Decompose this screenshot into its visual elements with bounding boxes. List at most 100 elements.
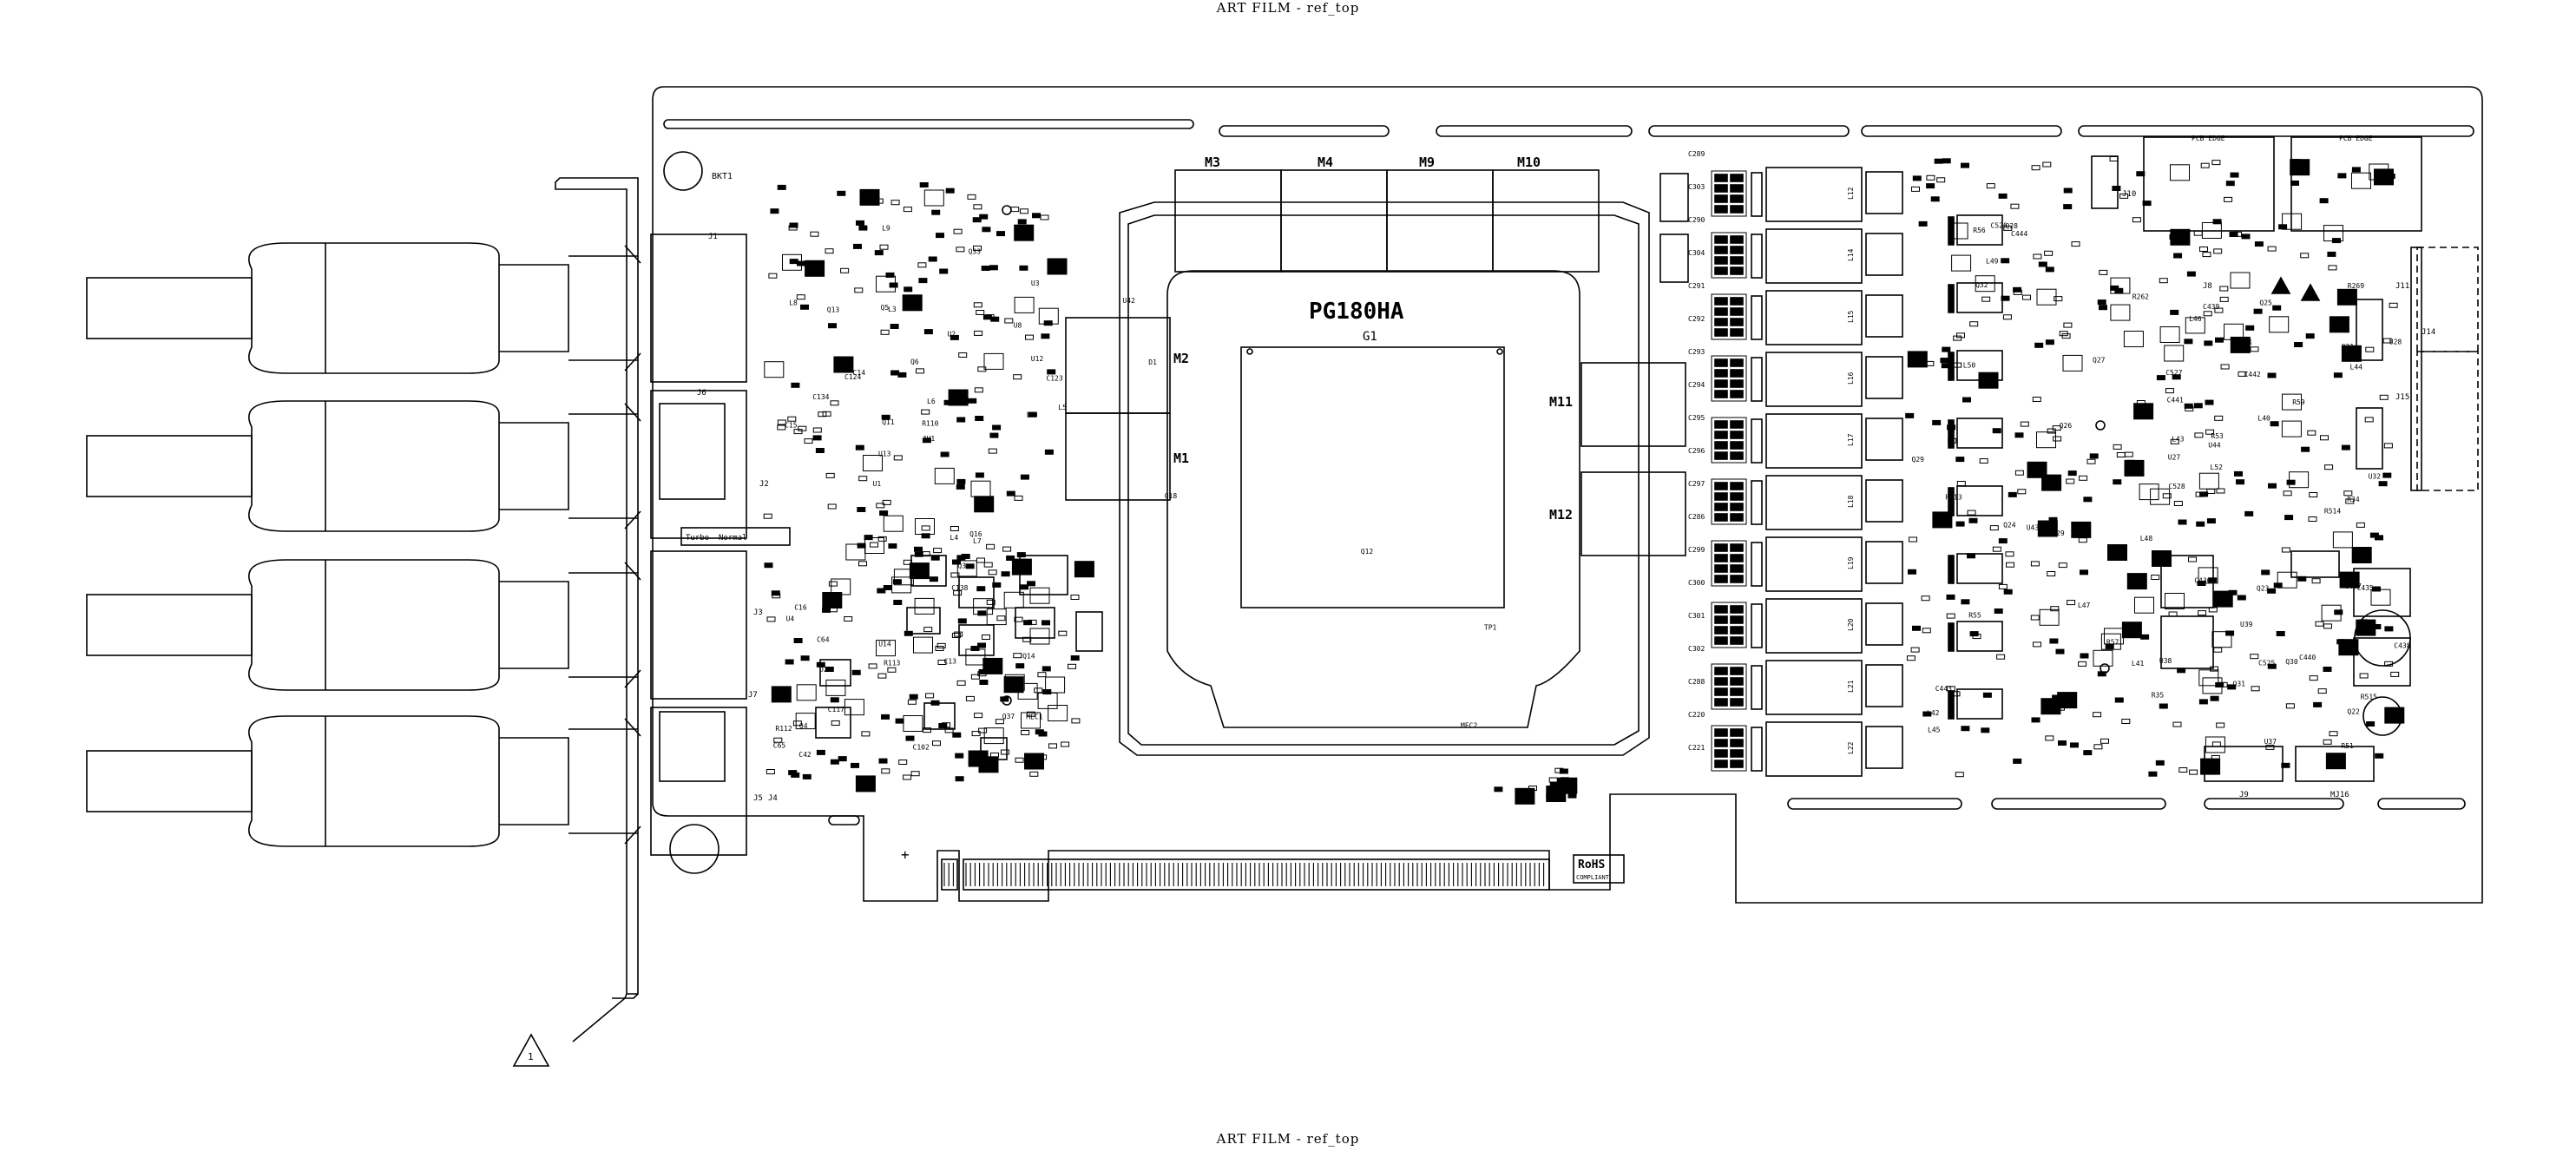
smd-pad [1016, 552, 1026, 558]
smd-pad [2132, 217, 2141, 223]
silkscreen-label: D1 [1148, 358, 1157, 366]
silkscreen-label: U28 [2389, 339, 2402, 346]
smd-pad [914, 546, 923, 552]
smd-pad [828, 323, 837, 329]
vrm-cap-pad [1730, 379, 1744, 388]
output-cap-band [1948, 284, 1955, 313]
smd-pad [2050, 606, 2060, 612]
smd-pad [1035, 729, 1044, 735]
smd-pad [828, 581, 838, 587]
smd-pad [2290, 181, 2299, 186]
smd-pad [1955, 457, 1965, 463]
smd-pad [1006, 556, 1015, 561]
smd-pad [2206, 489, 2216, 494]
ic-footprint [2134, 596, 2154, 614]
ic-footprint [822, 592, 843, 608]
smd-pad [800, 655, 810, 661]
smd-pad [1001, 571, 1010, 577]
smd-pad [1042, 620, 1050, 626]
vrm-inductor [1765, 228, 1863, 284]
smd-pad [2213, 647, 2223, 653]
ic-footprint [2321, 604, 2342, 622]
smd-pad [2168, 611, 2178, 617]
smd-pad [929, 576, 938, 582]
smd-pad [2151, 575, 2160, 580]
smd-pad [2261, 569, 2270, 576]
pin1-marker-a [2270, 276, 2291, 294]
ic-footprint [2027, 461, 2047, 478]
smd-pad [982, 635, 990, 640]
silkscreen-label: R515 [2361, 693, 2377, 700]
smd-pad [938, 723, 948, 728]
smd-pad [1941, 363, 1950, 369]
smd-pad [2070, 742, 2079, 748]
silkscreen-label: R113 [884, 659, 900, 667]
smd-pad [2327, 251, 2336, 257]
cable-molding [247, 715, 500, 847]
vrm-inductor [1765, 536, 1863, 592]
vrm-cap-pad [1714, 564, 1728, 573]
smd-pad [1567, 793, 1577, 799]
smd-pad [1926, 183, 1935, 189]
smd-pad [1956, 481, 1966, 486]
smd-pad [1908, 569, 1916, 575]
smd-pad [1932, 419, 1942, 425]
vrm-cap-pad [1714, 256, 1728, 265]
cap-designator: C294 [1688, 381, 1705, 389]
smd-pad [956, 478, 966, 484]
smd-pad [973, 245, 982, 251]
smd-pad [1019, 265, 1028, 271]
smd-pad [2225, 630, 2235, 636]
mount-hole-bottom [669, 824, 720, 874]
smd-pad [978, 669, 988, 674]
mem-m10: M10 [1517, 155, 1541, 170]
smd-pad [2359, 673, 2369, 679]
smd-pad [1546, 793, 1555, 799]
smd-pad [2272, 305, 2282, 311]
smd-pad [2041, 530, 2051, 536]
cable-molding [247, 242, 500, 374]
smd-pad [2112, 186, 2121, 191]
smd-pad [2253, 308, 2263, 314]
smd-pad [992, 582, 1002, 588]
smd-pad [2142, 201, 2152, 207]
smd-pad [2173, 253, 2183, 259]
cap-cluster [1659, 173, 1689, 222]
smd-pad [2005, 551, 2014, 557]
cap-designator: C220 [1688, 711, 1705, 719]
smd-pad [979, 214, 989, 220]
smd-pad [1961, 162, 1969, 168]
smd-pad [2241, 233, 2251, 240]
smd-pad [2105, 643, 2114, 649]
smd-pad [1042, 666, 1051, 672]
vrm-cap-pad [1714, 667, 1728, 675]
edge-slots [663, 119, 2474, 825]
smd-pad [1000, 749, 1009, 755]
silkscreen-label: R112 [775, 725, 792, 733]
ic-footprint [2212, 590, 2233, 608]
smd-pad [810, 231, 819, 237]
smd-pad [1906, 655, 1916, 661]
smd-pad [2093, 712, 2102, 718]
smd-pad [996, 615, 1006, 622]
smd-pad [975, 416, 984, 421]
silkscreen-label: Q23 [2257, 585, 2270, 593]
smd-pad [1910, 647, 1920, 653]
ic-footprint [2269, 316, 2290, 333]
smd-pad [1926, 174, 1935, 181]
silkscreen-label: L52 [2211, 464, 2224, 471]
pin1-marker-b [2300, 283, 2321, 301]
ic-footprint [934, 467, 955, 484]
smd-pad [2047, 428, 2056, 434]
ic-footprint [2201, 222, 2222, 239]
smd-pad [2382, 472, 2392, 478]
turbo-normal-switch [680, 527, 791, 546]
silkscreen-label: U3 [1031, 280, 1040, 287]
vrm-stack [1751, 233, 1763, 279]
smd-pad [2319, 198, 2329, 204]
smd-pad [905, 735, 915, 741]
vrm-cap-pad [1714, 390, 1728, 398]
ic-footprint [864, 537, 884, 554]
ic-footprint [923, 189, 944, 207]
smd-pad [940, 451, 950, 457]
